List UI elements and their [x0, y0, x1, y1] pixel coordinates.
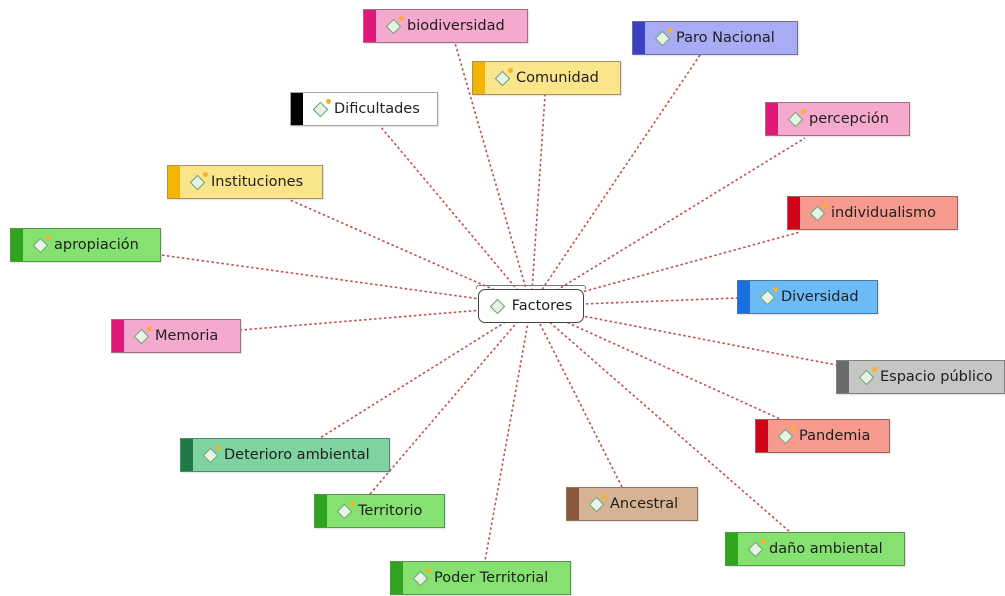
node-apropiacion[interactable]: apropiación: [10, 228, 161, 262]
link-territorio: [369, 305, 532, 495]
node-label: Territorio: [358, 503, 423, 519]
link-deterioro-ambiental: [319, 305, 532, 439]
node-color-strip: [391, 562, 403, 594]
concept-icon: [810, 203, 828, 220]
central-node-label: Factores: [511, 298, 573, 314]
node-color-strip: [633, 22, 645, 54]
node-label: biodiversidad: [407, 18, 505, 34]
node-label: Instituciones: [211, 174, 304, 190]
node-ancestral[interactable]: Ancestral: [566, 487, 698, 521]
link-apropiacion: [160, 254, 532, 307]
node-comunidad[interactable]: Comunidad: [472, 61, 621, 95]
link-biodiversidad: [454, 42, 532, 307]
node-label: Espacio público: [880, 369, 993, 385]
node-color-strip: [364, 10, 376, 42]
node-label: percepción: [809, 111, 889, 127]
node-label: individualismo: [831, 205, 936, 221]
node-color-strip: [112, 320, 124, 352]
concept-icon: [778, 426, 796, 443]
node-label: daño ambiental: [769, 541, 883, 557]
node-label: Memoria: [155, 328, 219, 344]
link-diversidad: [530, 297, 738, 307]
link-comunidad: [530, 94, 546, 307]
link-dano-ambiental: [530, 305, 791, 533]
node-color-strip: [766, 103, 778, 135]
concept-icon: [190, 172, 208, 189]
node-label: Deterioro ambiental: [224, 447, 370, 463]
node-percepcion[interactable]: percepción: [765, 102, 910, 136]
node-label: Comunidad: [516, 70, 599, 86]
concept-icon: [337, 501, 355, 518]
concept-icon: [495, 68, 513, 85]
link-dificultades: [379, 125, 532, 307]
concept-icon: [760, 287, 778, 304]
node-espacio-publico[interactable]: Espacio público: [836, 360, 1005, 394]
node-biodiversidad[interactable]: biodiversidad: [363, 9, 528, 43]
node-memoria[interactable]: Memoria: [111, 319, 241, 353]
node-color-strip: [726, 533, 738, 565]
concept-icon: [788, 109, 806, 126]
node-dificultades[interactable]: Dificultades: [290, 92, 438, 126]
node-pandemia[interactable]: Pandemia: [755, 419, 890, 453]
node-dano-ambiental[interactable]: daño ambiental: [725, 532, 905, 566]
link-paro-nacional: [530, 54, 701, 307]
node-color-strip: [473, 62, 485, 94]
node-color-strip: [738, 281, 750, 313]
node-color-strip: [788, 197, 800, 229]
concept-icon: [655, 28, 673, 45]
node-poder-territorial[interactable]: Poder Territorial: [390, 561, 571, 595]
node-color-strip: [181, 439, 193, 471]
node-color-strip: [11, 229, 23, 261]
concept-icon: [859, 367, 877, 384]
link-percepcion: [530, 137, 806, 307]
concept-icon: [589, 494, 607, 511]
concept-icon: [134, 326, 152, 343]
node-paro-nacional[interactable]: Paro Nacional: [632, 21, 798, 55]
link-pandemia: [530, 305, 781, 420]
link-poder-territorial: [484, 305, 532, 562]
node-color-strip: [837, 361, 849, 393]
node-color-strip: [756, 420, 768, 452]
node-individualismo[interactable]: individualismo: [787, 196, 958, 230]
node-label: Paro Nacional: [676, 30, 775, 46]
node-diversidad[interactable]: Diversidad: [737, 280, 878, 314]
concept-icon: [386, 16, 404, 33]
central-node-handle: [476, 285, 586, 289]
node-label: Ancestral: [610, 496, 679, 512]
concept-icon: [33, 235, 51, 252]
central-node-factores[interactable]: Factores: [476, 285, 586, 323]
concept-icon: [490, 299, 504, 313]
concept-icon: [313, 99, 331, 116]
node-color-strip: [168, 166, 180, 198]
link-ancestral: [530, 305, 623, 488]
node-label: Dificultades: [334, 101, 420, 117]
node-label: Diversidad: [781, 289, 859, 305]
node-label: Poder Territorial: [434, 570, 549, 586]
link-memoria: [240, 305, 532, 331]
node-label: apropiación: [54, 237, 139, 253]
node-deterioro-ambiental[interactable]: Deterioro ambiental: [180, 438, 390, 472]
node-label: Pandemia: [799, 428, 871, 444]
node-territorio[interactable]: Territorio: [314, 494, 445, 528]
node-instituciones[interactable]: Instituciones: [167, 165, 323, 199]
concept-icon: [748, 539, 766, 556]
link-instituciones: [289, 199, 532, 307]
concept-icon: [413, 568, 431, 585]
concept-icon: [203, 445, 221, 462]
node-color-strip: [291, 93, 303, 125]
node-color-strip: [315, 495, 327, 527]
node-color-strip: [567, 488, 579, 520]
